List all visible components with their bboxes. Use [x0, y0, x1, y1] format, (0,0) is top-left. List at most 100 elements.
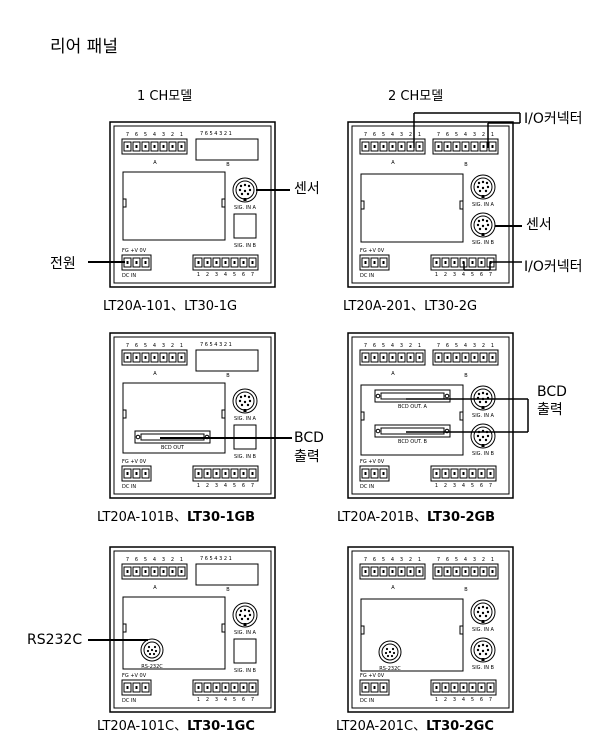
terminal-slot: [397, 352, 406, 363]
terminal-slot: [361, 468, 370, 479]
sig-b-label: SIG. IN B: [234, 454, 257, 460]
pin-number: 5: [144, 132, 147, 138]
terminal-slot: [450, 468, 459, 479]
dc-in-label: DC IN: [360, 698, 374, 704]
pin-number: 2: [206, 272, 209, 278]
terminal-slot: [248, 468, 257, 479]
pin-number: 5: [471, 697, 474, 703]
terminal-pin: [464, 356, 467, 359]
din-pin: [486, 185, 490, 189]
rs-pin: [153, 645, 157, 649]
bcd-connector-a: BCD OUT. A: [374, 389, 451, 410]
label-a: A: [153, 585, 157, 591]
terminal-slot: [221, 257, 230, 268]
terminal-slot: [459, 468, 468, 479]
terminal-pin: [126, 356, 129, 359]
terminal-pin: [444, 261, 447, 264]
callout-io-top: I/O커넥터: [524, 111, 583, 127]
pin-number: 2: [482, 343, 485, 349]
terminal-slot: [443, 141, 452, 152]
din-key: [481, 233, 485, 236]
terminal-pin: [251, 261, 254, 264]
terminal-pin: [373, 472, 376, 475]
pin-number: 4: [391, 132, 394, 138]
callout-sensor-1: 센서: [294, 181, 320, 197]
terminal-pin: [144, 145, 147, 148]
pin-number: 3: [453, 697, 456, 703]
pin-number: 7: [251, 272, 254, 278]
terminal-slot: [452, 566, 461, 577]
terminal-pin: [400, 356, 403, 359]
pin-number: 3: [215, 272, 218, 278]
bcd-connector: BCD OUT: [134, 430, 211, 451]
terminal-slot: [370, 257, 379, 268]
header-1ch: 1 CH모델: [137, 89, 192, 104]
din-pin: [481, 224, 485, 228]
terminal-pin: [364, 570, 367, 573]
pin-number: 5: [471, 483, 474, 489]
bcd-label: BCD OUT. A: [398, 404, 428, 410]
bcd-screw: [375, 393, 381, 399]
terminal-slot: [194, 468, 203, 479]
terminal-pin: [382, 570, 385, 573]
din-pin: [484, 400, 488, 404]
terminal-pin: [382, 356, 385, 359]
terminal-slot: [415, 352, 424, 363]
panel-frame: [347, 332, 514, 499]
terminal-pin: [446, 145, 449, 148]
pin-number: 1: [197, 483, 200, 489]
model-caption: LT20A-101C、LT30-1GC: [97, 719, 255, 734]
label-b: B: [464, 373, 468, 379]
terminal-slot: [248, 257, 257, 268]
din-pin: [243, 394, 247, 398]
terminal-slot: [406, 566, 415, 577]
display-cutout: [122, 596, 226, 670]
terminal-slot: [370, 682, 379, 693]
pin-number: 2: [482, 132, 485, 138]
dc-in-label: DC IN: [122, 484, 136, 490]
sensor-b-connector: [470, 637, 496, 663]
pin-number: 2: [444, 272, 447, 278]
dc-pin-labels: FG +V 0V: [122, 459, 147, 465]
dc-terminal: [359, 679, 390, 696]
dc-pin-labels: FG +V 0V: [122, 673, 147, 679]
terminal-pin: [135, 570, 138, 573]
terminal-pin: [409, 145, 412, 148]
terminal-pin: [444, 686, 447, 689]
terminal-slot: [461, 566, 470, 577]
terminal-slot: [239, 257, 248, 268]
terminal-slot: [441, 468, 450, 479]
terminal-slot: [477, 257, 486, 268]
terminal-pin: [373, 686, 376, 689]
dc-terminal: [359, 465, 390, 482]
sensor-b-connector: [470, 212, 496, 238]
pin-number: 6: [242, 697, 245, 703]
terminal-pin: [455, 570, 458, 573]
terminal-body: [430, 465, 497, 482]
terminal-slot: [397, 141, 406, 152]
pin-number: 2: [409, 343, 412, 349]
terminal-pin: [462, 686, 465, 689]
terminal-slot: [123, 682, 132, 693]
terminal-slot: [132, 566, 141, 577]
terminal-slot: [177, 566, 186, 577]
din-pin: [238, 613, 242, 617]
terminal-pin: [180, 570, 183, 573]
pin-number: 1: [435, 697, 438, 703]
bcd-body: [374, 424, 451, 438]
terminal-pin: [473, 570, 476, 573]
din-pin: [240, 192, 244, 196]
pin-number: 1: [180, 343, 183, 349]
pin-number: 1: [491, 132, 494, 138]
terminal-slot: [141, 566, 150, 577]
label-a: A: [391, 160, 395, 166]
terminal-pin: [364, 686, 367, 689]
panel-frame: [109, 121, 276, 288]
din-pin: [476, 223, 480, 227]
din-pin: [481, 186, 485, 190]
din-pin: [477, 181, 481, 185]
sig-b-label: SIG. IN B: [472, 665, 495, 671]
din-pin: [484, 614, 488, 618]
terminal-pin: [242, 261, 245, 264]
